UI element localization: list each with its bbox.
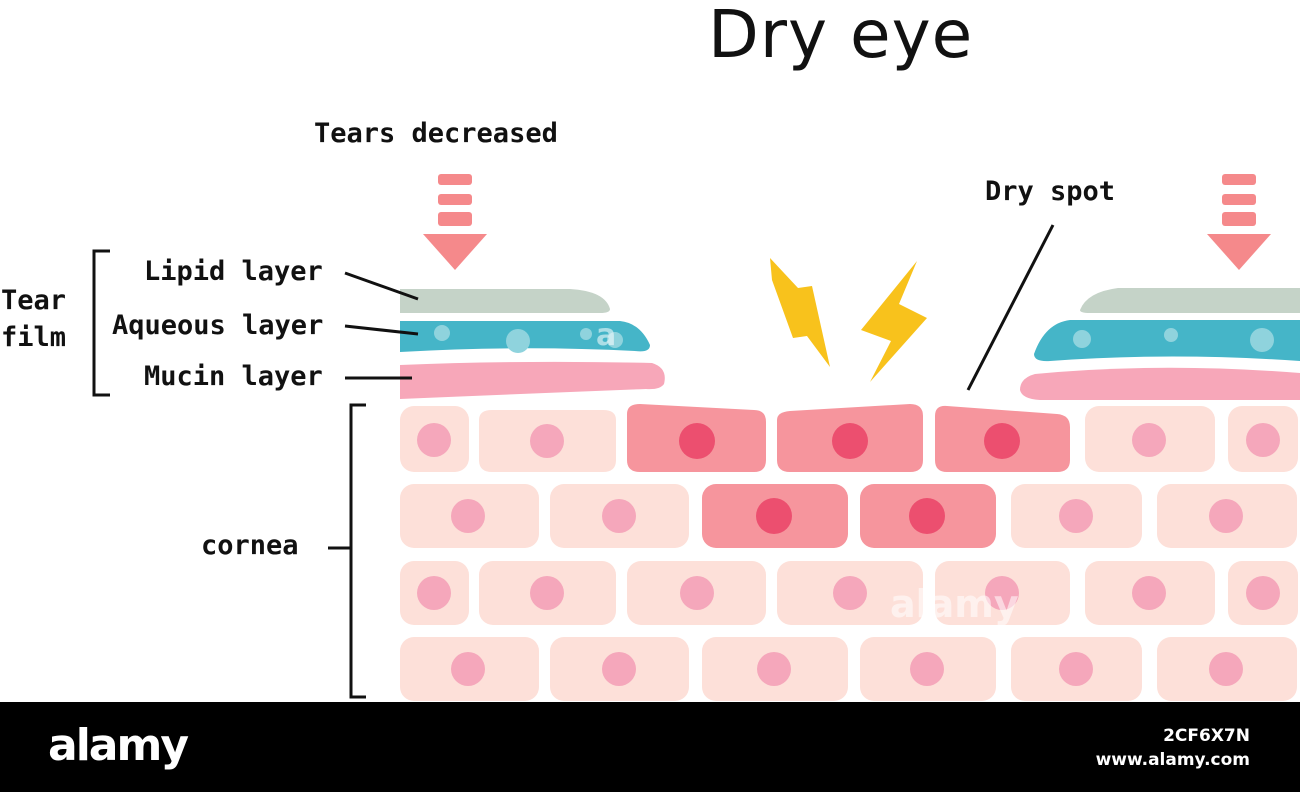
dry-spot-leader-line <box>966 224 1055 391</box>
tear-film-bracket <box>92 249 110 397</box>
brand-logo[interactable]: alamy <box>48 720 189 771</box>
footer-bar: alamy 2CF6X7N www.alamy.com <box>0 702 1300 792</box>
lipid-layer-left <box>400 289 610 313</box>
aqueous-bubbles-left <box>434 325 623 353</box>
image-id: 2CF6X7N <box>1163 726 1250 746</box>
cornea-label: cornea <box>201 530 299 561</box>
tear-film-label-line1: Tear <box>1 285 67 316</box>
cornea-row-4 <box>400 637 1297 701</box>
site-url[interactable]: www.alamy.com <box>1095 750 1250 770</box>
lipid-layer-right <box>1080 288 1300 313</box>
aqueous-layer-label: Aqueous layer <box>112 310 324 341</box>
aqueous-bubbles-right <box>1073 328 1274 352</box>
watermark-alamy: alamy <box>890 582 1019 626</box>
aqueous-leader-line <box>344 324 419 336</box>
tears-decreased-label: Tears decreased <box>314 118 558 149</box>
dry-spot-label: Dry spot <box>985 176 1116 207</box>
lipid-layer-label: Lipid layer <box>144 256 323 287</box>
tear-film-label-line2: film <box>1 322 67 353</box>
left-down-arrow-icon <box>423 174 487 270</box>
mucin-layer-label: Mucin layer <box>144 361 323 392</box>
cornea-row-1 <box>400 404 1298 472</box>
lightning-bolt-right-icon <box>861 261 927 382</box>
cornea-row-2 <box>400 484 1297 548</box>
watermark-a: a <box>596 318 617 353</box>
lipid-leader-line <box>344 271 419 301</box>
diagram-graphics <box>92 174 1300 701</box>
right-down-arrow-icon <box>1207 174 1271 270</box>
image-info: 2CF6X7N www.alamy.com <box>1096 724 1250 772</box>
mucin-layer-right <box>1020 367 1300 400</box>
cornea-row-3 <box>400 561 1298 625</box>
page-title: Dry eye <box>708 0 974 73</box>
lightning-bolt-left-icon <box>770 258 830 367</box>
cornea-bracket <box>349 403 366 699</box>
mucin-layer-left <box>400 361 665 399</box>
